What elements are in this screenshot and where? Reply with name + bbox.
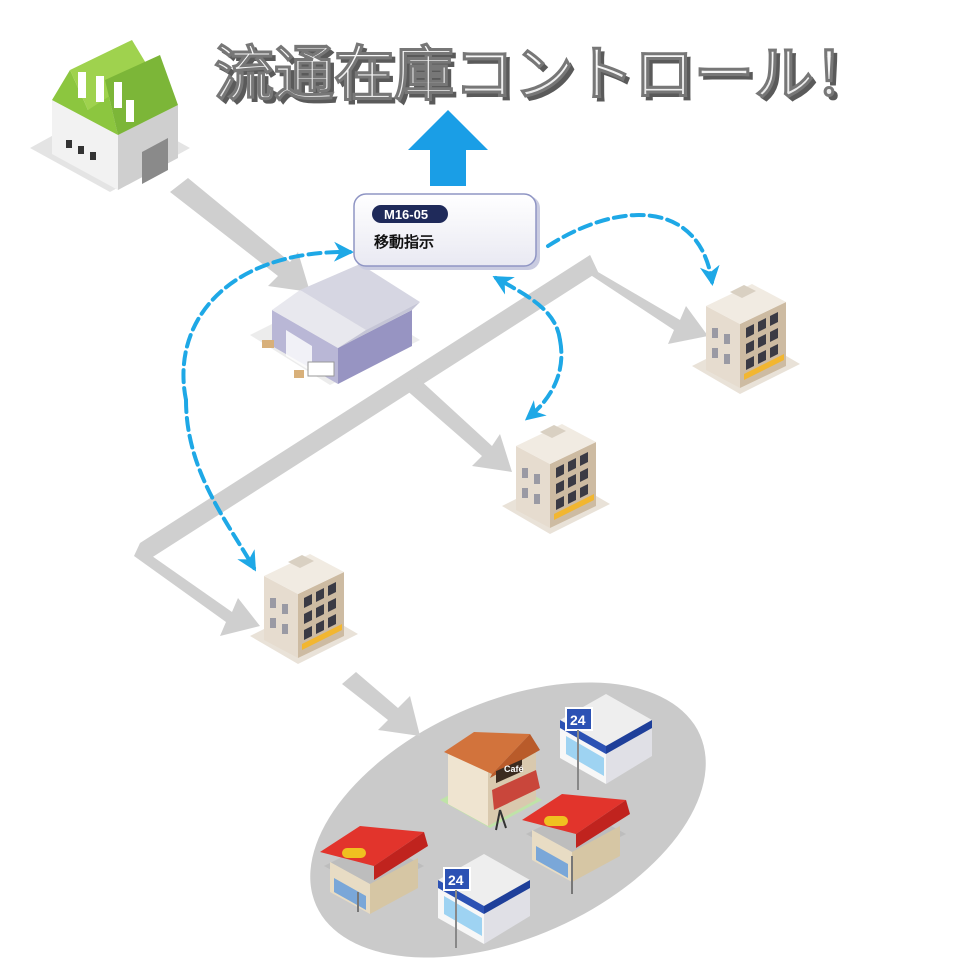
- building-awning: [554, 494, 594, 520]
- building-left-face: [516, 446, 550, 528]
- building-roof-box: [540, 425, 566, 438]
- warehouse-icon: [250, 264, 420, 385]
- office-building-icon: [250, 554, 358, 664]
- instruction-code-badge: [372, 205, 448, 223]
- flow-arrow-to-stores: [342, 672, 420, 736]
- cafe-sign: Café: [504, 764, 524, 774]
- conv24-sign: 24: [448, 872, 464, 888]
- cafe-shop-icon: Café: [440, 732, 542, 831]
- flow-arrow-center-building: [404, 378, 512, 472]
- dashed-arrow-box-center-down: [524, 338, 564, 421]
- building-roof: [516, 424, 596, 464]
- building-roof: [706, 284, 786, 324]
- convenience-store-icon: 24: [560, 694, 652, 790]
- building-awning: [302, 624, 342, 650]
- dashed-arrow-box-center-up: [492, 276, 562, 342]
- title-group: 流通在庫コントロール！ 流通在庫コントロール！: [213, 39, 878, 114]
- building-roof-box: [288, 555, 314, 568]
- office-building-icon: [692, 284, 800, 394]
- building-roof: [264, 554, 344, 594]
- instruction-box[interactable]: M16-05 移動指示: [353, 193, 540, 270]
- dashed-arrow-box-right: [546, 213, 720, 286]
- convenience-store-icon: 24: [438, 854, 530, 948]
- building-left-face: [706, 306, 740, 388]
- dashed-arrow-to-box: [181, 241, 354, 402]
- building-awning: [744, 354, 784, 380]
- restaurant-icon: [320, 826, 428, 914]
- instruction-arrows: [181, 213, 720, 572]
- flow-arrow-factory-warehouse: [170, 178, 310, 292]
- instruction-label: 移動指示: [374, 233, 434, 251]
- instruction-code: M16-05: [384, 207, 428, 222]
- conv24-sign: 24: [570, 712, 586, 728]
- office-building-icon: [502, 424, 610, 534]
- dashed-arrow-to-left-building: [184, 398, 257, 572]
- flow-trunk: [140, 255, 598, 560]
- building-left-face: [264, 576, 298, 658]
- flow-arrow-left-building: [134, 543, 260, 636]
- flow-arrow-right-building: [586, 255, 708, 344]
- title-shadow: 流通在庫コントロール！: [218, 44, 878, 114]
- building-roof-box: [730, 285, 756, 298]
- up-arrow: [408, 110, 488, 186]
- restaurant-icon: [522, 794, 630, 894]
- page-title: 流通在庫コントロール！: [214, 40, 874, 110]
- factory-icon: [30, 40, 190, 192]
